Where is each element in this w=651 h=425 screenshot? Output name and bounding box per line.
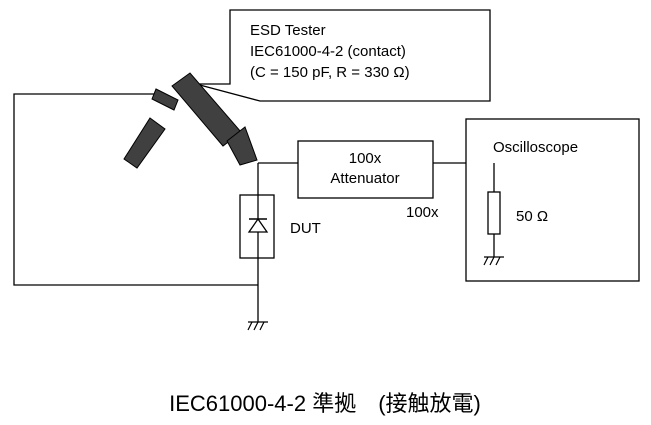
oscilloscope-title: Oscilloscope bbox=[493, 139, 578, 156]
tester-parameters: (C = 150 pF, R = 330 Ω) bbox=[250, 64, 410, 81]
ground-return-wire bbox=[13, 93, 258, 286]
tester-callout bbox=[195, 9, 491, 102]
tester-name: ESD Tester bbox=[250, 22, 326, 39]
dut-diode-icon bbox=[239, 194, 275, 259]
attenuation-label: 100x bbox=[406, 204, 439, 221]
attenuator-ratio: 100x bbox=[349, 150, 382, 167]
termination-resistor-icon bbox=[487, 191, 501, 235]
dut-label: DUT bbox=[290, 220, 321, 237]
attenuator-box bbox=[297, 140, 434, 199]
scope-ground-icon bbox=[483, 256, 504, 266]
dut-ground-icon bbox=[247, 321, 268, 331]
figure-caption: IEC61000-4-2 準拠 (接触放電) bbox=[169, 391, 481, 416]
attenuator-label: Attenuator bbox=[330, 170, 399, 187]
tester-standard: IEC61000-4-2 (contact) bbox=[250, 43, 406, 60]
esd-gun-icon bbox=[123, 72, 258, 169]
resistor-label: 50 Ω bbox=[516, 208, 548, 225]
